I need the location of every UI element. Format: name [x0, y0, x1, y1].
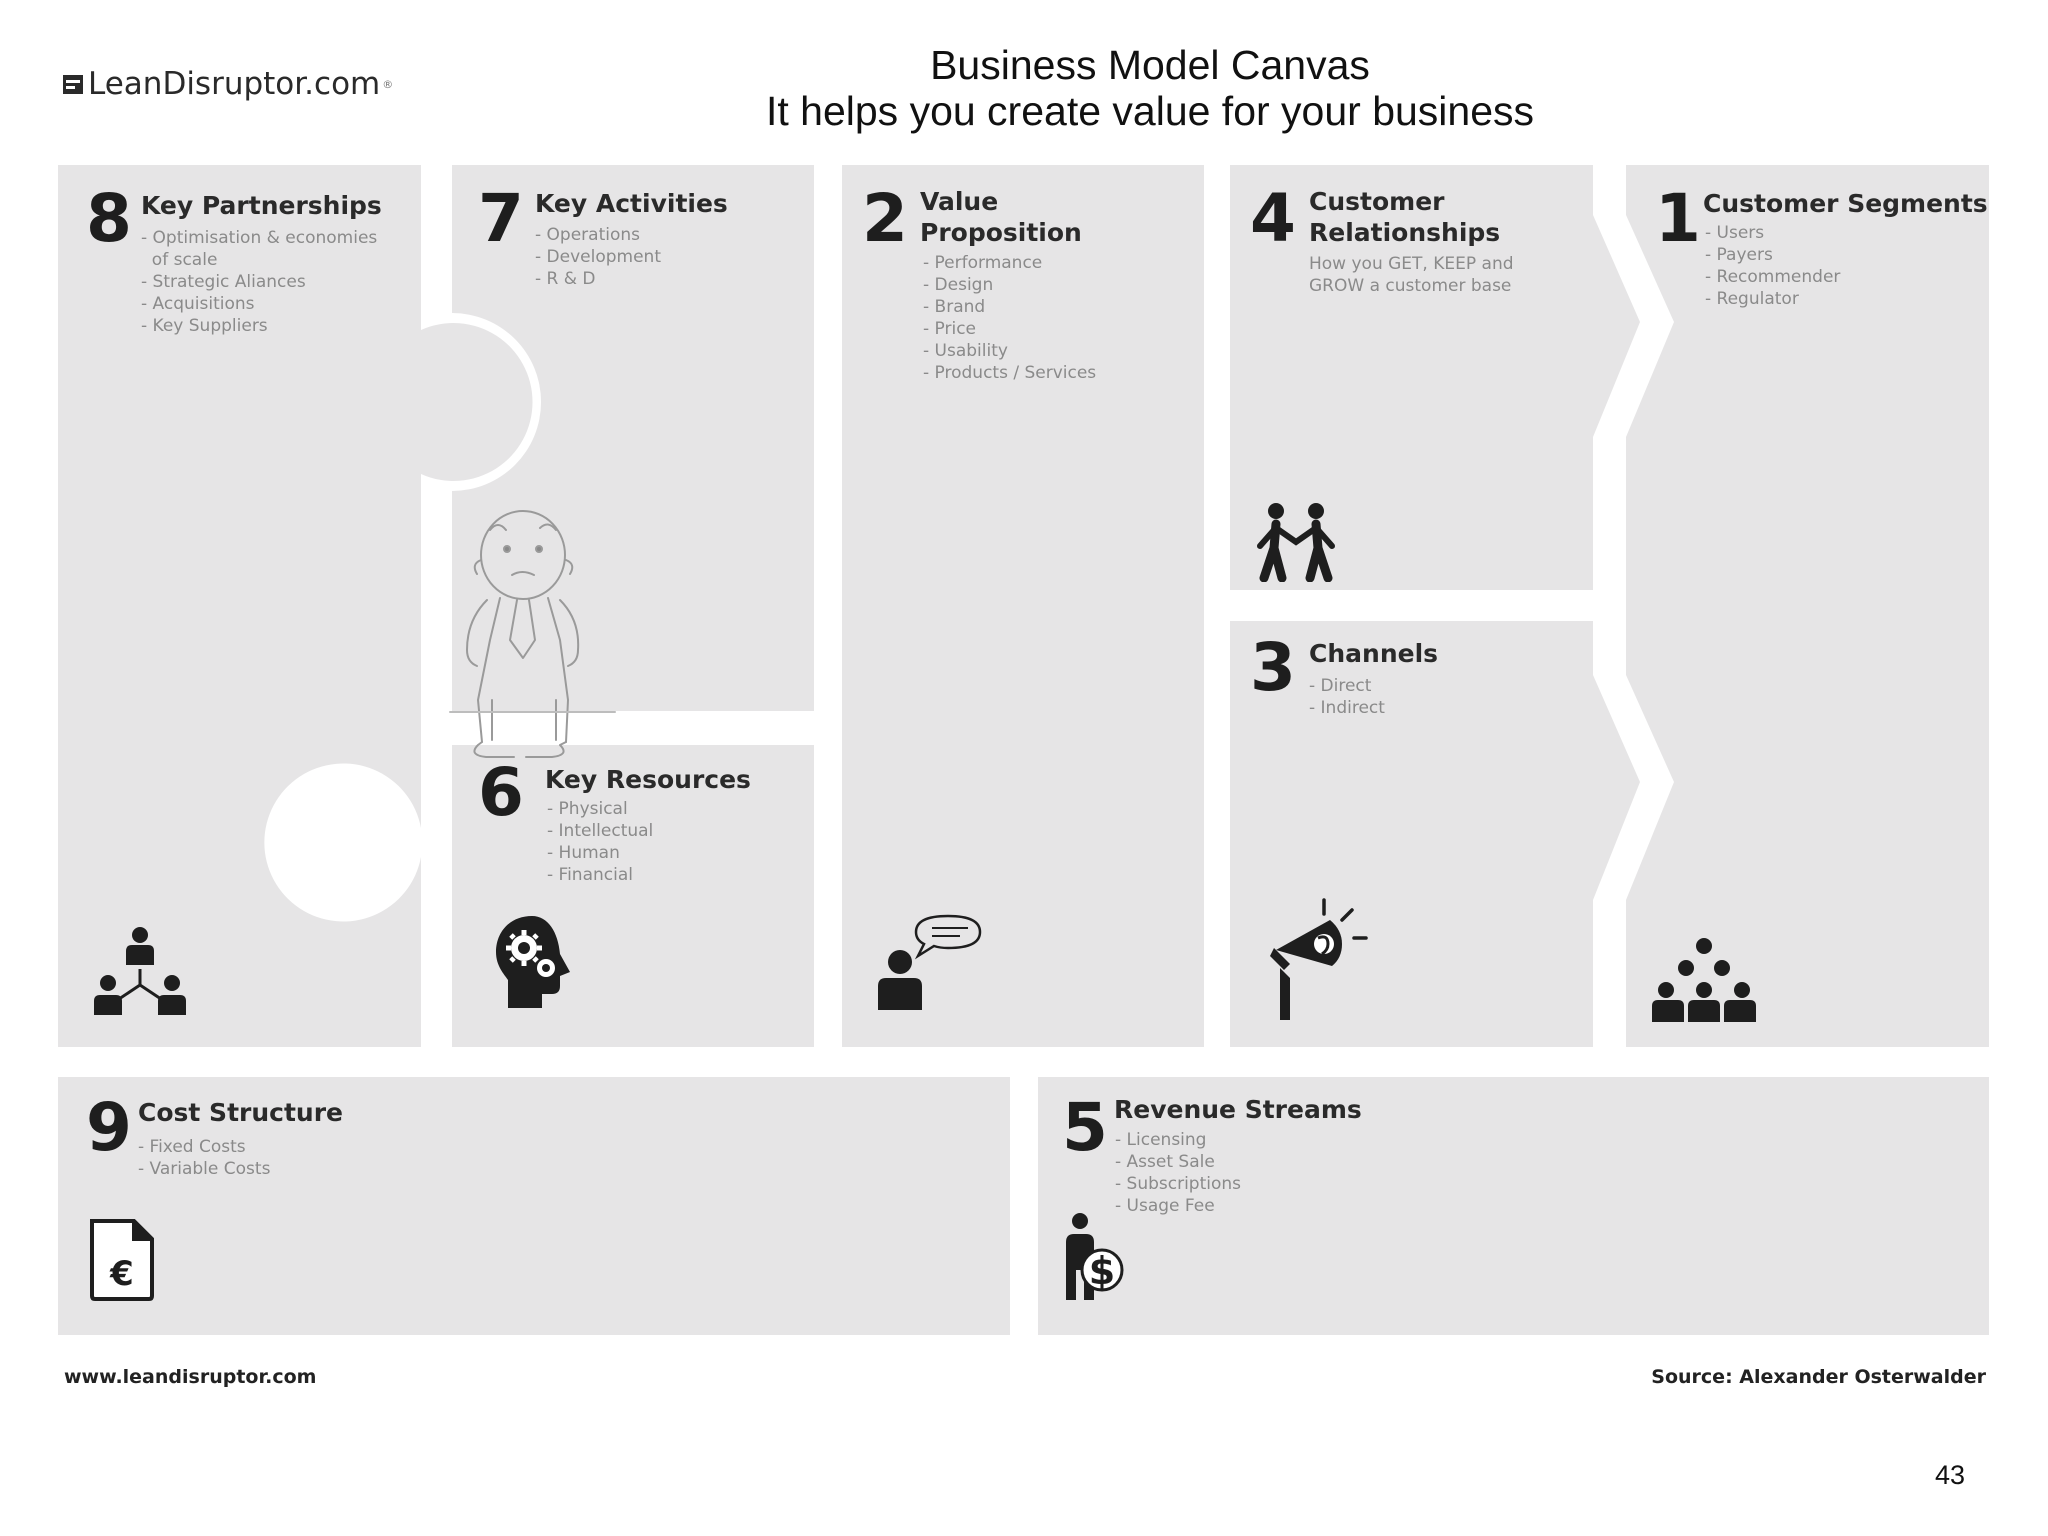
list-item: - Products / Services	[923, 363, 1097, 383]
people-handshake-icon	[1257, 503, 1335, 582]
key-partnerships-heading: Key Partnerships	[141, 191, 382, 220]
key-activities-shape	[452, 165, 814, 711]
list-item: - Development	[535, 247, 661, 267]
revenue-streams-list: - Licensing - Asset Sale - Subscriptions…	[1115, 1129, 1241, 1217]
key-activities-heading: Key Activities	[535, 189, 728, 218]
list-item: - Payers	[1705, 245, 1773, 265]
page-subtitle: It helps you create value for your busin…	[765, 88, 1535, 134]
list-item: - Usage Fee	[1115, 1196, 1215, 1216]
list-item: - Subscriptions	[1115, 1174, 1242, 1194]
key-activities-list: - Operations - Development - R & D	[535, 224, 661, 290]
value-proposition-shape	[842, 165, 1204, 1047]
list-item: - Design	[923, 275, 994, 295]
list-item: - Strategic Aliances	[141, 272, 306, 292]
revenue-streams-heading: Revenue Streams	[1114, 1095, 1362, 1124]
list-item: - Indirect	[1309, 698, 1385, 718]
cost-structure-heading: Cost Structure	[138, 1098, 343, 1127]
channels-heading: Channels	[1309, 639, 1439, 668]
key-partnerships-list: - Optimisation & economies of scale - St…	[141, 227, 377, 337]
list-item: - Licensing	[1115, 1130, 1207, 1150]
customer-relationships-heading-1: Customer	[1309, 187, 1445, 216]
revenue-streams-shape	[1038, 1077, 1989, 1335]
list-item: - Direct	[1309, 676, 1372, 696]
list-item: - Brand	[923, 297, 986, 317]
customer-segments-heading: Customer Segments	[1703, 189, 1988, 218]
key-resources-number: 6	[478, 754, 524, 831]
megaphone-icon	[1270, 898, 1368, 1020]
page-title: Business Model Canvas	[930, 42, 1370, 88]
footer-website: www.leandisruptor.com	[64, 1366, 317, 1388]
list-item: - Price	[923, 319, 977, 339]
key-resources-list: - Physical - Intellectual - Human - Fina…	[547, 798, 653, 886]
svg-text:$: $	[1089, 1249, 1115, 1293]
list-item: - Optimisation & economies	[141, 228, 378, 248]
person-dollar-icon: $	[1066, 1213, 1124, 1300]
value-proposition-heading-2: Proposition	[920, 218, 1082, 247]
key-partnerships-shape	[58, 165, 533, 1047]
list-item: - Acquisitions	[141, 294, 255, 314]
page-number: 43	[1934, 1460, 1965, 1490]
customer-segments-shape	[1626, 165, 1989, 1047]
crowd-icon	[1652, 938, 1756, 1022]
cost-structure-shape	[58, 1077, 1010, 1335]
key-resources-heading: Key Resources	[545, 765, 751, 794]
list-item: - Human	[547, 843, 620, 863]
list-item: of scale	[141, 250, 218, 270]
euro-document-icon: €	[90, 1219, 154, 1301]
list-item: - Fixed Costs	[138, 1137, 246, 1157]
customer-relationships-desc-2: GROW a customer base	[1309, 276, 1512, 296]
list-item: - Intellectual	[547, 821, 654, 841]
registered-mark: ®	[382, 77, 394, 91]
customer-relationships-heading-2: Relationships	[1309, 218, 1501, 247]
head-gears-icon	[496, 916, 570, 1008]
customer-relationships-number: 4	[1250, 180, 1296, 257]
svg-text:€: €	[109, 1254, 134, 1294]
list-item: - Usability	[923, 341, 1008, 361]
value-proposition-list: - Performance - Design - Brand - Price -…	[923, 252, 1096, 384]
cost-structure-number: 9	[86, 1089, 132, 1166]
customer-relationships-desc-1: How you GET, KEEP and	[1309, 254, 1514, 274]
key-activities-number: 7	[478, 180, 524, 257]
footer-source: Source: Alexander Osterwalder	[1651, 1366, 1986, 1388]
list-item: - Financial	[547, 865, 633, 885]
logo-mark-icon	[63, 75, 83, 94]
customer-relationships-shape	[1230, 165, 1640, 590]
list-item: - Users	[1705, 223, 1765, 243]
list-item: - R & D	[535, 269, 596, 289]
list-item: - Key Suppliers	[141, 316, 268, 336]
person-speech-icon	[878, 914, 982, 1010]
thinking-man-sketch	[449, 510, 616, 758]
customer-segments-number: 1	[1655, 180, 1701, 257]
list-item: - Operations	[535, 225, 640, 245]
list-item: - Variable Costs	[138, 1159, 271, 1179]
value-proposition-heading-1: Value	[920, 187, 999, 216]
list-item: - Physical	[547, 799, 628, 819]
channels-number: 3	[1250, 629, 1296, 706]
revenue-streams-number: 5	[1062, 1089, 1108, 1166]
channels-list: - Direct - Indirect	[1309, 675, 1385, 719]
cost-structure-list: - Fixed Costs - Variable Costs	[138, 1136, 270, 1180]
logo-text: LeanDisruptor.com	[88, 66, 381, 102]
value-proposition-number: 2	[862, 180, 908, 257]
key-partnerships-number: 8	[86, 180, 132, 257]
org-network-icon	[94, 927, 186, 1015]
list-item: - Asset Sale	[1115, 1152, 1215, 1172]
list-item: - Recommender	[1705, 267, 1841, 287]
list-item: - Regulator	[1705, 289, 1799, 309]
list-item: - Performance	[923, 253, 1043, 273]
customer-segments-list: - Users - Payers - Recommender - Regulat…	[1705, 222, 1840, 310]
brand-logo: LeanDisruptor.com ®	[62, 66, 393, 102]
